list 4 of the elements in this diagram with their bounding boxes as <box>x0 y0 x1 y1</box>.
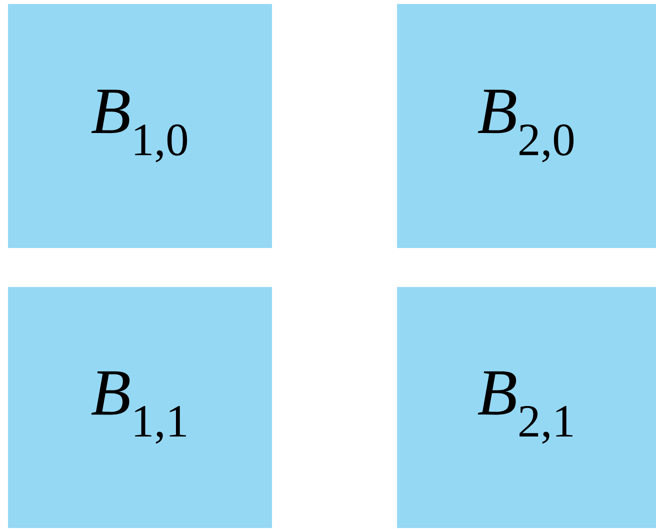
square-box: B$_{2,0}$ <box>397 4 656 248</box>
square-box: B$_{2,1}$ <box>397 287 656 528</box>
square-box: B$_{1,0}$ <box>8 4 272 248</box>
square-box: B$_{1,1}$ <box>8 287 272 528</box>
